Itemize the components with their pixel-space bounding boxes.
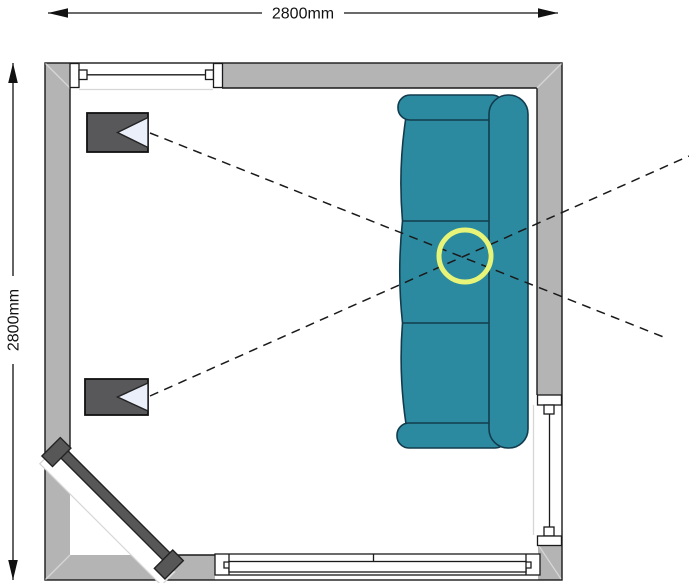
listening-position-ring[interactable]: [436, 227, 494, 285]
window-cap: [212, 62, 224, 89]
window-cap: [69, 62, 80, 89]
speaker-bottom-left[interactable]: [84, 378, 149, 416]
sofa-backrest: [488, 94, 529, 449]
window-knob: [543, 404, 555, 415]
wall-right-upper: [537, 63, 562, 395]
window-cap: [536, 394, 563, 406]
window-sash: [228, 560, 527, 573]
window-bottom: [214, 553, 541, 576]
dimension-height: 2800mm: [6, 63, 23, 580]
window-knob: [204, 69, 215, 81]
window-cap: [536, 535, 563, 547]
window-knob: [78, 69, 88, 81]
miter-bottom-right: [538, 545, 562, 580]
corner-door[interactable]: [37, 436, 185, 583]
arrow-down-icon: [8, 560, 18, 580]
door-leaf: [57, 447, 175, 565]
wall-left: [45, 63, 70, 580]
speaker-cone-icon: [115, 116, 149, 149]
arrow-left-icon: [48, 8, 68, 18]
arrow-right-icon: [538, 8, 558, 18]
miter-bottom-left: [45, 554, 71, 580]
wall-bottom-left: [45, 555, 215, 580]
window-top: [69, 62, 224, 89]
dimension-width-label: 2800mm: [272, 6, 334, 23]
walls: [44, 62, 563, 581]
door-jamb-top: [40, 436, 72, 468]
sight-lines: [149, 132, 689, 397]
wall-outer-outline: [44, 62, 563, 581]
door-jamb-bottom: [153, 549, 185, 580]
sofa-arm-top: [397, 94, 505, 121]
miter-top-right: [536, 63, 562, 89]
speaker-top-left[interactable]: [86, 112, 149, 153]
wall-top: [222, 63, 562, 88]
window-right: [536, 394, 563, 547]
dimension-width: 2800mm: [48, 6, 558, 23]
sight-line-bottom-speaker: [149, 155, 689, 397]
sofa[interactable]: [396, 94, 529, 449]
dimension-height-label: 2800mm: [6, 289, 23, 351]
window-knob: [543, 526, 555, 537]
miter-top-left: [45, 63, 71, 89]
arrow-up-icon: [8, 63, 18, 83]
speaker-cone-icon: [115, 381, 149, 413]
